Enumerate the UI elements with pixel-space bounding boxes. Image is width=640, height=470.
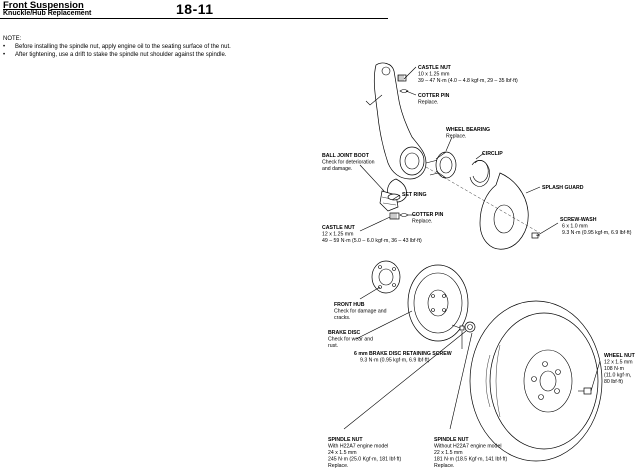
label-cotter-pin-low: COTTER PIN Replace. [412, 212, 444, 225]
svg-text:108 N·m: 108 N·m [604, 366, 624, 372]
svg-text:CASTLE NUT: CASTLE NUT [418, 65, 452, 71]
svg-text:6 x 1.0 mm: 6 x 1.0 mm [562, 224, 588, 230]
svg-text:CIRCLIP: CIRCLIP [482, 151, 503, 157]
label-disc-screw: 6 mm BRAKE DISC RETAINING SCREW 9.3 N·m … [354, 351, 452, 364]
note-list: •Before installing the spindle nut, appl… [3, 43, 231, 59]
note-item: •After tightening, use a drift to stake … [3, 52, 227, 58]
splash-guard-drawing [479, 172, 529, 250]
svg-text:cracks.: cracks. [334, 315, 350, 321]
front-hub-drawing [371, 260, 401, 294]
svg-text:Replace.: Replace. [446, 134, 466, 140]
label-set-ring: SET RING [402, 192, 427, 198]
svg-text:BRAKE DISC: BRAKE DISC [328, 330, 361, 336]
label-splash-guard: SPLASH GUARD [542, 185, 584, 191]
svg-text:rust.: rust. [328, 343, 338, 349]
svg-text:COTTER PIN: COTTER PIN [412, 212, 444, 218]
bullet-icon: • [3, 44, 6, 50]
assembly-axis [425, 166, 541, 234]
cotter-pin-low-drawing [399, 213, 409, 217]
label-brake-disc: BRAKE DISC Check for wear and rust. [328, 330, 373, 349]
label-screw-washer: SCREW-WASH 6 x 1.0 mm 9.3 N·m (0.95 kgf·… [560, 217, 632, 236]
svg-text:SCREW-WASH: SCREW-WASH [560, 217, 597, 223]
castle-nut-top-drawing [397, 74, 407, 82]
svg-text:Without H22A7 engine model: Without H22A7 engine model [434, 444, 501, 450]
svg-text:BALL JOINT BOOT: BALL JOINT BOOT [322, 153, 370, 159]
svg-text:(11.0 kgf·m,: (11.0 kgf·m, [604, 373, 631, 379]
cotter-pin-top-drawing [399, 89, 409, 93]
page-number: 18-11 [176, 1, 214, 17]
label-castle-nut-top: CASTLE NUT 10 x 1.25 mm 39 – 47 N·m (4.0… [418, 65, 518, 84]
label-ball-joint-boot: BALL JOINT BOOT Check for deterioration … [322, 153, 375, 172]
svg-text:181 N·m (18.5 Kgf·m, 141 lbf·f: 181 N·m (18.5 Kgf·m, 141 lbf·ft) [434, 457, 508, 463]
bullet-icon: • [3, 52, 6, 58]
svg-text:Replace.: Replace. [328, 463, 348, 469]
svg-text:SET RING: SET RING [402, 192, 427, 198]
svg-text:WHEEL BEARING: WHEEL BEARING [446, 127, 490, 133]
screw-washer-drawing [531, 232, 541, 239]
svg-text:24 x 1.5 mm: 24 x 1.5 mm [328, 450, 357, 456]
subsection-title: Knuckle/Hub Replacement [3, 10, 92, 17]
svg-text:FRONT HUB: FRONT HUB [334, 302, 365, 308]
svg-text:Check for damage and: Check for damage and [334, 309, 387, 315]
svg-text:80 lbf·ft): 80 lbf·ft) [604, 379, 623, 385]
label-front-hub: FRONT HUB Check for damage and cracks. [334, 302, 387, 321]
svg-text:With H22A7 engine model: With H22A7 engine model [328, 444, 388, 450]
header-rule [0, 18, 388, 19]
note-item: •Before installing the spindle nut, appl… [3, 44, 231, 50]
label-spindle-nut-b: SPINDLE NUT Without H22A7 engine model 2… [434, 437, 508, 469]
svg-text:Check for wear and: Check for wear and [328, 337, 373, 343]
svg-text:Check for deterioration: Check for deterioration [322, 160, 375, 166]
svg-text:12 x 1.5 mm: 12 x 1.5 mm [604, 360, 633, 366]
svg-text:39 – 47 N·m (4.0 – 4.8 kgf·m,: 39 – 47 N·m (4.0 – 4.8 kgf·m, 29 – 35 lb… [418, 78, 518, 84]
leader-lines [343, 66, 601, 430]
set-ring-drawing [387, 193, 401, 201]
svg-text:Replace.: Replace. [418, 100, 438, 106]
svg-text:Replace.: Replace. [412, 219, 432, 225]
label-wheel-bearing: WHEEL BEARING Replace. [446, 127, 490, 140]
svg-text:CASTLE NUT: CASTLE NUT [322, 225, 356, 231]
label-circlip: CIRCLIP [482, 151, 503, 157]
svg-text:SPLASH GUARD: SPLASH GUARD [542, 185, 584, 191]
svg-text:and damage.: and damage. [322, 166, 352, 172]
svg-text:SPINDLE NUT: SPINDLE NUT [328, 437, 363, 443]
circlip-drawing [469, 160, 490, 187]
svg-text:COTTER PIN: COTTER PIN [418, 93, 450, 99]
svg-text:49 – 59 N·m (5.0 – 6.0 kgf·m,: 49 – 59 N·m (5.0 – 6.0 kgf·m, 36 – 43 lb… [322, 238, 422, 244]
svg-text:245 N·m (25.0 Kgf·m, 181 lbf·f: 245 N·m (25.0 Kgf·m, 181 lbf·ft) [328, 457, 402, 463]
svg-text:Replace.: Replace. [434, 463, 454, 469]
label-castle-nut-low: CASTLE NUT 12 x 1.25 mm 49 – 59 N·m (5.0… [322, 225, 422, 244]
tire-drawing [469, 300, 603, 462]
svg-text:6 mm BRAKE DISC RETAINING SCRE: 6 mm BRAKE DISC RETAINING SCREW [354, 351, 452, 357]
note-label: NOTE: [3, 36, 22, 42]
knuckle-drawing [365, 62, 447, 203]
label-cotter-pin-top: COTTER PIN Replace. [418, 93, 450, 106]
svg-text:10 x 1.25 mm: 10 x 1.25 mm [418, 72, 449, 78]
brake-disc-drawing [407, 264, 469, 342]
label-spindle-nut-a: SPINDLE NUT With H22A7 engine model 24 x… [328, 437, 402, 469]
svg-text:9.3 N·m (0.95 kgf·m, 6.9 lbf·f: 9.3 N·m (0.95 kgf·m, 6.9 lbf·ft) [360, 358, 430, 364]
svg-text:SPINDLE NUT: SPINDLE NUT [434, 437, 469, 443]
wheel-bearing-drawing [435, 151, 457, 179]
spindle-nut-drawing [464, 321, 476, 333]
disc-screw-drawing [451, 324, 465, 331]
svg-text:WHEEL NUT: WHEEL NUT [604, 353, 636, 359]
castle-nut-low-drawing [389, 212, 400, 220]
svg-text:9.3 N·m (0.95 kgf·m, 6.9 lbf·f: 9.3 N·m (0.95 kgf·m, 6.9 lbf·ft) [562, 230, 632, 236]
exploded-diagram: CASTLE NUT 10 x 1.25 mm 39 – 47 N·m (4.0… [322, 62, 636, 469]
section-title: Front Suspension [3, 0, 84, 11]
label-wheel-nut: WHEEL NUT 12 x 1.5 mm 108 N·m (11.0 kgf·… [604, 353, 636, 385]
svg-text:22 x 1.5 mm: 22 x 1.5 mm [434, 450, 463, 456]
svg-text:12 x 1.25 mm: 12 x 1.25 mm [322, 232, 353, 238]
